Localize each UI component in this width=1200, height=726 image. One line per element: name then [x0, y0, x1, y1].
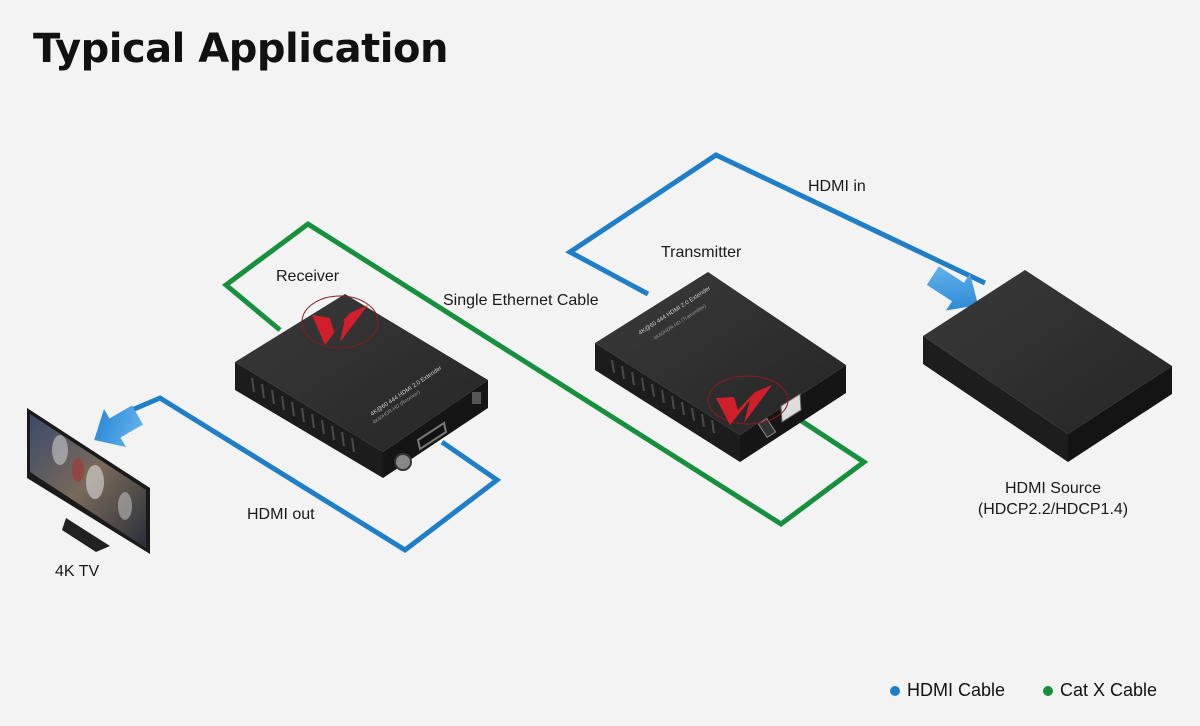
tv-stand: [62, 518, 110, 552]
hdmi-source-label: HDMI Source (HDCP2.2/HDCP1.4): [978, 478, 1128, 520]
transmitter-label: Transmitter: [661, 244, 742, 261]
hdmi-cable-dot-icon: [890, 685, 900, 696]
legend-hdmi-cable: HDMI Cable: [890, 680, 1005, 701]
page-title: Typical Application: [33, 26, 448, 72]
hdmi-in-arrow-icon: [926, 266, 979, 311]
legend-hdmi-cable-label: HDMI Cable: [907, 680, 1006, 700]
hdmi-out-arrow-icon: [94, 405, 144, 448]
hdmi-in-label: HDMI in: [808, 178, 866, 195]
transmitter-device: 4K@60 444 HDMI 2.0 Extender 4K60HDR-HD (…: [595, 272, 846, 462]
hdmi-output-port: [416, 421, 448, 451]
cat-cable-dot-icon: [1043, 685, 1053, 696]
receiver-device: 4K@60 444 HDMI 2.0 Extender 4K60HDR-HD (…: [235, 294, 488, 478]
tv-label: 4K TV: [55, 563, 100, 580]
power-port: [394, 453, 412, 471]
hdmi-source-device: [923, 270, 1172, 462]
ethernet-cable: [221, 220, 869, 528]
receiver-label: Receiver: [276, 268, 340, 285]
hdmi-source-name: HDMI Source: [1004, 480, 1102, 497]
hdmi-source-hdcp: (HDCP2.2/HDCP1.4): [977, 501, 1129, 518]
hdmi-in-cable: [565, 152, 987, 297]
receiver-side-port: [472, 392, 481, 404]
single-ethernet-cable-label: Single Ethernet Cable: [443, 292, 599, 309]
hdmi-out-cable: [131, 395, 502, 554]
legend-cat-cable-label: Cat X Cable: [1060, 680, 1158, 700]
transmitter-power-port: [757, 417, 777, 439]
receiver-logo-icon: [312, 305, 368, 345]
hdmi-out-label: HDMI out: [247, 506, 315, 523]
tv-device: [27, 408, 150, 554]
ethernet-port: [780, 393, 802, 423]
transmitter-logo-icon: [716, 385, 772, 425]
legend-cat-cable: Cat X Cable: [1043, 680, 1157, 701]
